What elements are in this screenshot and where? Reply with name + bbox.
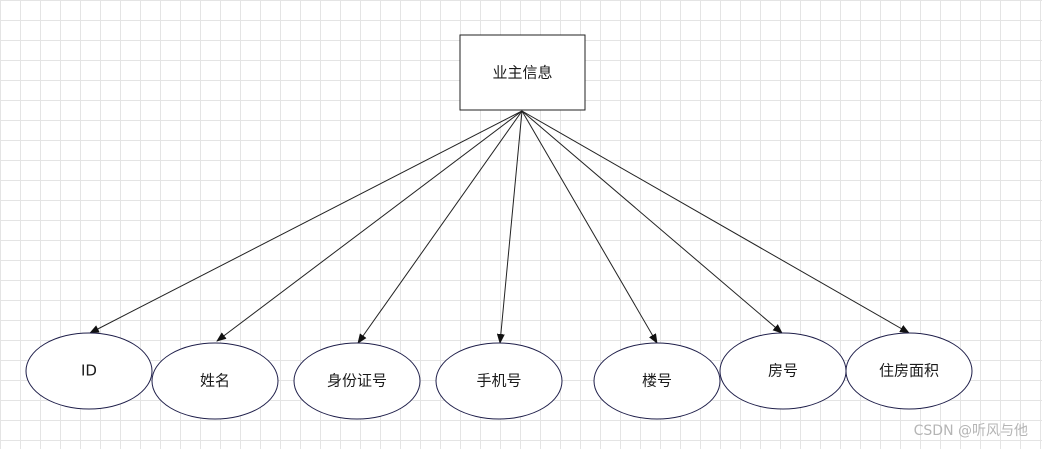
edge-root-to-attr-4 bbox=[496, 110, 523, 344]
edge-root-to-attr-5 bbox=[521, 110, 658, 344]
attribute-label: 手机号 bbox=[476, 372, 521, 390]
attribute-node-7[interactable]: 住房面积 bbox=[845, 332, 973, 410]
attribute-ellipse bbox=[293, 342, 421, 420]
attribute-node-6[interactable]: 房号 bbox=[719, 332, 847, 410]
attribute-label: 姓名 bbox=[200, 372, 230, 390]
attribute-node-3[interactable]: 身份证号 bbox=[293, 342, 421, 420]
attribute-node-1[interactable]: ID bbox=[25, 332, 153, 410]
entity-node[interactable]: 业主信息 bbox=[459, 34, 586, 111]
attribute-ellipse bbox=[25, 332, 153, 410]
watermark-text: CSDN @听风与他 bbox=[913, 423, 1028, 439]
attribute-node-5[interactable]: 楼号 bbox=[593, 342, 721, 420]
attribute-node-2[interactable]: 姓名 bbox=[151, 342, 279, 420]
attribute-ellipse bbox=[845, 332, 973, 410]
edge-root-to-attr-2 bbox=[216, 110, 523, 342]
attribute-ellipse bbox=[593, 342, 721, 420]
entity-label: 业主信息 bbox=[492, 64, 552, 82]
edge-root-to-attr-7 bbox=[521, 110, 910, 334]
attribute-node-4[interactable]: 手机号 bbox=[435, 342, 563, 420]
attribute-label: 房号 bbox=[768, 362, 798, 380]
entity-box bbox=[459, 34, 586, 111]
edges bbox=[89, 110, 910, 344]
attribute-label: 身份证号 bbox=[327, 372, 387, 390]
attribute-label: 住房面积 bbox=[879, 362, 939, 380]
attribute-ellipse bbox=[435, 342, 563, 420]
edge-root-to-attr-1 bbox=[89, 110, 523, 334]
attribute-label: ID bbox=[81, 362, 97, 380]
edge-root-to-attr-3 bbox=[357, 110, 523, 344]
edge-root-to-attr-6 bbox=[521, 110, 783, 334]
attribute-ellipse bbox=[151, 342, 279, 420]
attribute-label: 楼号 bbox=[642, 372, 672, 390]
